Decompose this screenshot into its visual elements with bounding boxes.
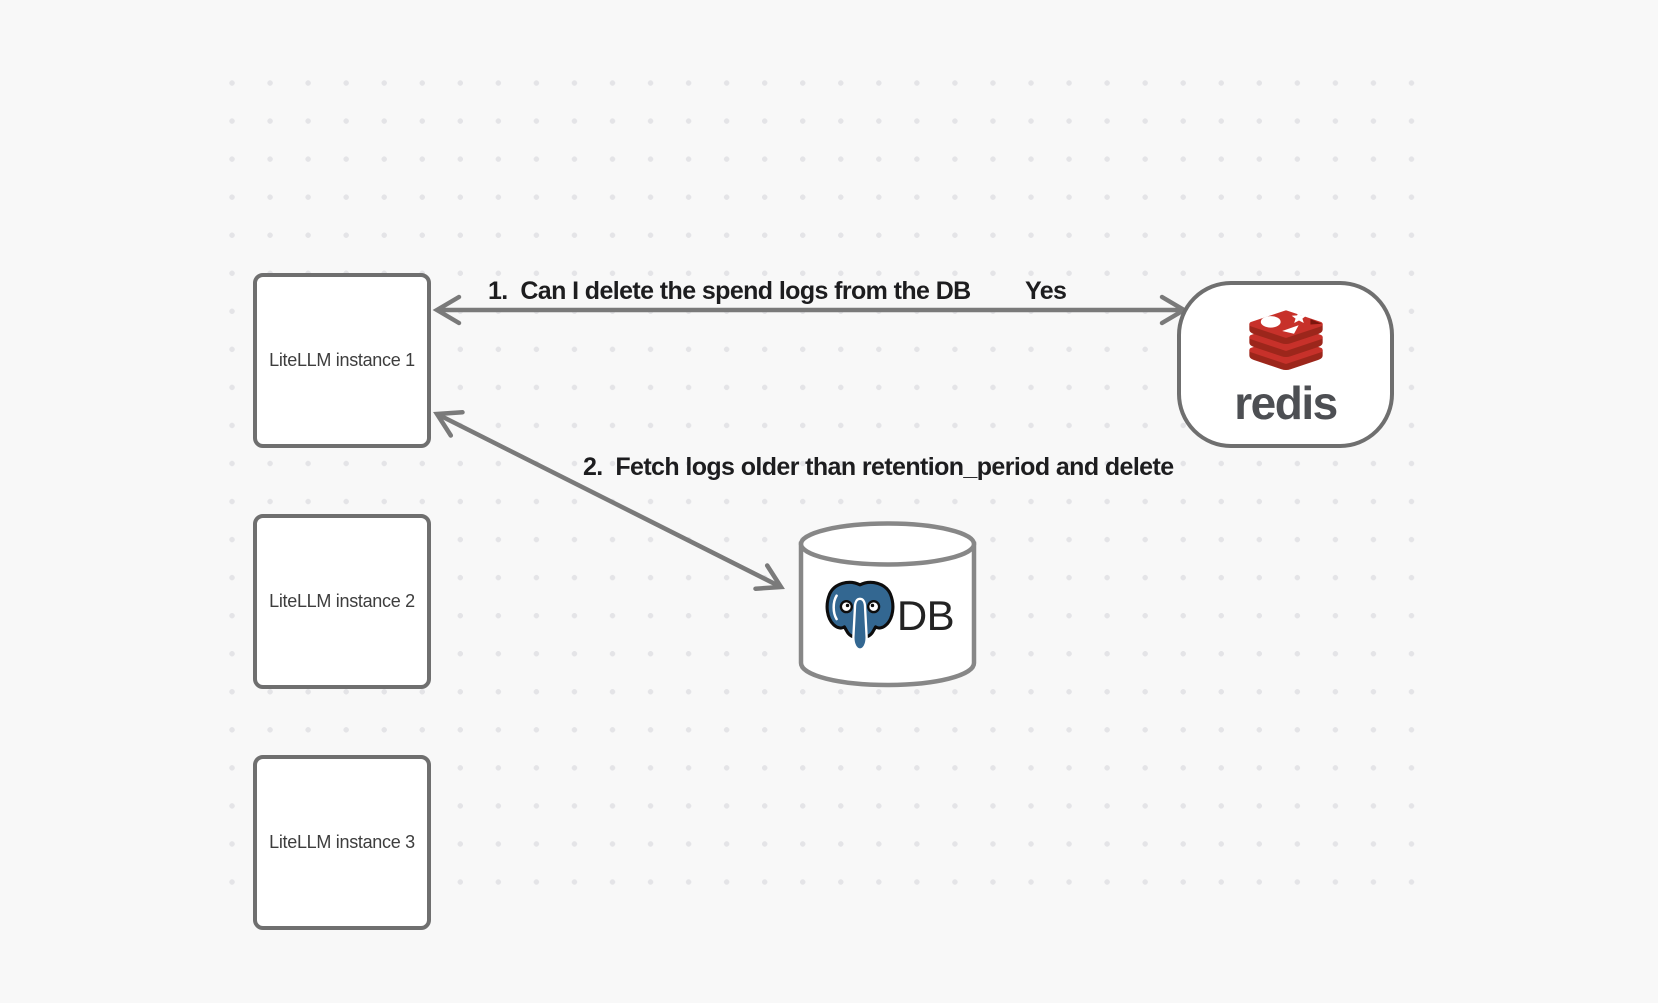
litellm-instance-2-node[interactable]: LiteLLM instance 2 xyxy=(253,514,431,689)
db-label: DB xyxy=(896,592,955,639)
litellm-instance-2-label: LiteLLM instance 2 xyxy=(269,591,415,611)
redis-logo-icon xyxy=(1248,310,1323,370)
litellm-instance-3-node[interactable]: LiteLLM instance 3 xyxy=(253,755,431,930)
litellm-instance-1-node[interactable]: LiteLLM instance 1 xyxy=(253,273,431,448)
litellm-instance-1-label: LiteLLM instance 1 xyxy=(269,350,415,370)
postgresql-logo-icon xyxy=(825,580,895,651)
arrow-2-label: 2. Fetch logs older than retention_perio… xyxy=(583,453,1174,481)
arrow-fetch-and-delete[interactable] xyxy=(433,410,785,591)
redis-node[interactable]: redis xyxy=(1177,281,1394,448)
database-node[interactable]: DB xyxy=(798,520,977,688)
redis-wordmark: redis xyxy=(1234,377,1338,429)
arrow-1-response-label: Yes xyxy=(1025,277,1067,305)
litellm-instance-3-label: LiteLLM instance 3 xyxy=(269,832,415,852)
arrow-1-label: 1. Can I delete the spend logs from the … xyxy=(488,277,971,305)
